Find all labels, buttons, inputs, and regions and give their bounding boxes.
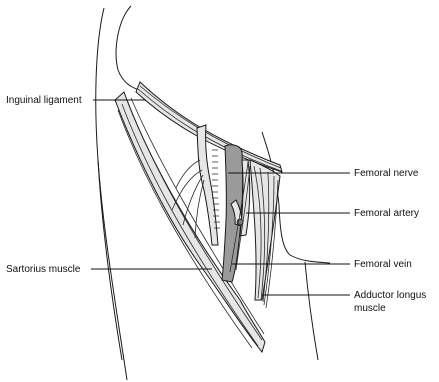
label-inguinal-ligament: Inguinal ligament bbox=[6, 95, 82, 106]
label-sartorius-muscle: Sartorius muscle bbox=[6, 264, 81, 275]
label-femoral-vein: Femoral vein bbox=[354, 259, 412, 270]
label-femoral-artery: Femoral artery bbox=[354, 208, 419, 219]
inguinal-ligament-shape bbox=[136, 82, 282, 172]
body-outline bbox=[96, 6, 330, 380]
label-femoral-nerve: Femoral nerve bbox=[354, 168, 419, 179]
label-adductor-longus-line1: Adductor longus bbox=[354, 290, 426, 301]
label-adductor-longus-line2: muscle bbox=[354, 303, 386, 314]
